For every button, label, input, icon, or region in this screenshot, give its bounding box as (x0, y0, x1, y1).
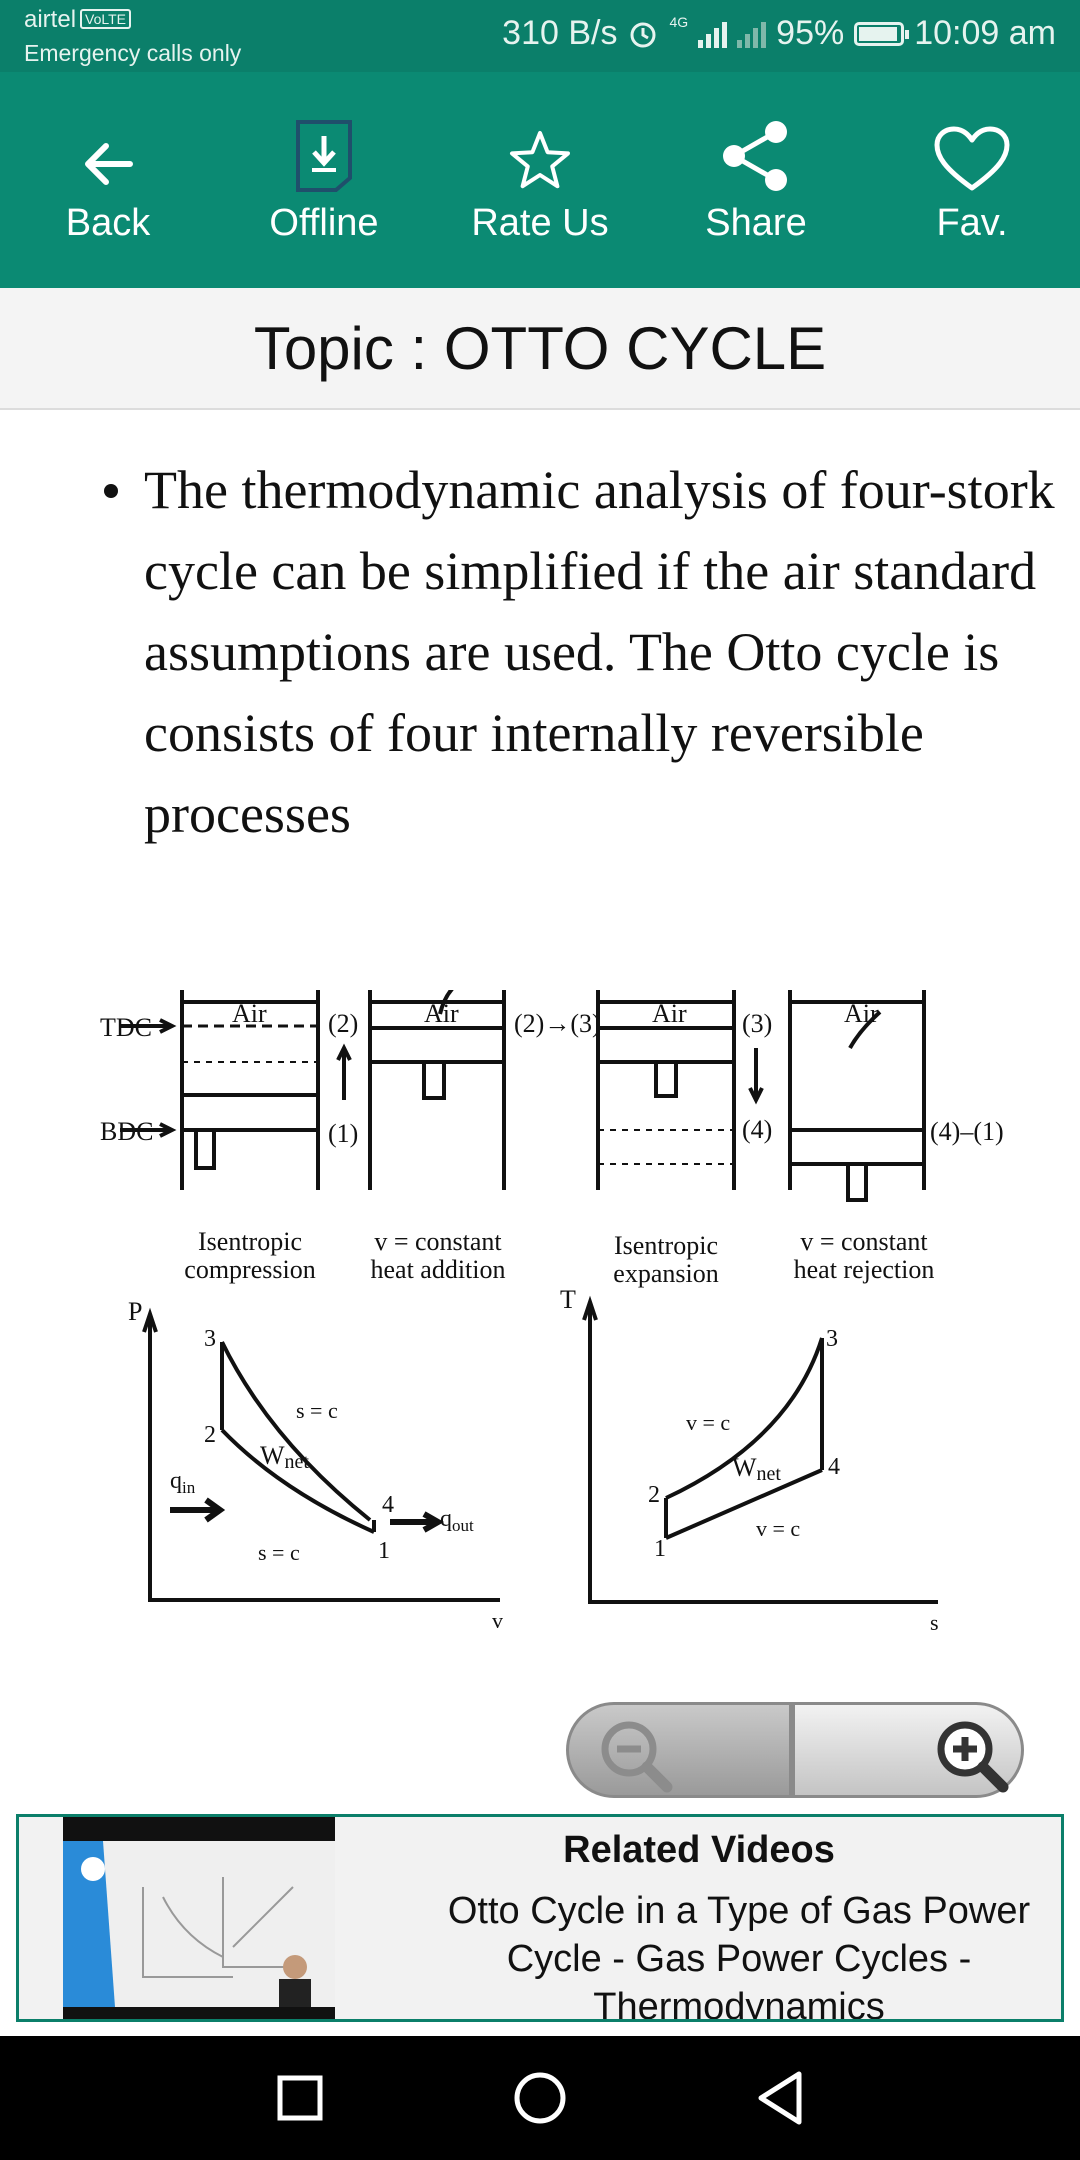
triangle-back-icon (758, 2071, 802, 2125)
svg-text:Air: Air (844, 999, 879, 1028)
topic-title: Topic : OTTO CYCLE (253, 314, 827, 382)
svg-text:(2)→(3): (2)→(3) (514, 1009, 601, 1038)
svg-text:Isentropic: Isentropic (614, 1231, 718, 1260)
navigation-bar (0, 2036, 1080, 2160)
battery-percent: 95% (776, 14, 845, 52)
related-videos-card[interactable]: Related Videos Otto Cycle in a Type of G… (16, 1814, 1064, 2022)
svg-text:1: 1 (378, 1538, 390, 1564)
svg-text:compression: compression (184, 1255, 315, 1284)
svg-text:TDC: TDC (100, 1013, 152, 1042)
svg-text:(4)–(1): (4)–(1) (930, 1117, 1004, 1146)
download-file-icon (296, 120, 352, 192)
svg-text:qin: qin (170, 1468, 196, 1497)
svg-text:4: 4 (828, 1454, 840, 1480)
rate-us-label: Rate Us (471, 202, 609, 244)
toolbar: Back Offline Rate Us Share Fav. (0, 72, 1080, 288)
network-speed: 310 B/s (502, 14, 618, 52)
svg-text:v = constant: v = constant (374, 1227, 502, 1256)
svg-text:2: 2 (204, 1422, 216, 1448)
zoom-control (566, 1702, 1024, 1798)
home-button[interactable] (504, 2062, 576, 2134)
network-type: 4G (669, 14, 689, 30)
svg-text:2: 2 (648, 1482, 660, 1508)
volte-badge: VoLTE (80, 9, 132, 29)
share-label: Share (705, 202, 807, 244)
back-nav-button[interactable] (744, 2062, 816, 2134)
ts-diagram: T s 3 2 4 1 v = c v = c Wnet (560, 1285, 939, 1635)
share-icon (723, 121, 787, 191)
svg-text:(2): (2) (328, 1009, 358, 1038)
svg-text:Wnet: Wnet (732, 1453, 781, 1485)
svg-text:Air: Air (232, 999, 267, 1028)
content-area: The thermodynamic analysis of four-stork… (0, 410, 1080, 1810)
svg-text:3: 3 (204, 1326, 216, 1352)
svg-text:v = c: v = c (756, 1516, 800, 1541)
topic-header: Topic : OTTO CYCLE (0, 288, 1080, 410)
video-title[interactable]: Otto Cycle in a Type of Gas Power Cycle … (447, 1890, 1031, 2022)
back-label: Back (65, 202, 151, 244)
piston-labels: TDC BDC Air Air Air Air (2) (1) (2)→(3) … (100, 999, 1004, 1288)
svg-text:(4): (4) (742, 1115, 772, 1144)
offline-button[interactable]: Offline (216, 72, 432, 288)
svg-text:BDC: BDC (100, 1117, 153, 1146)
zoom-in-button[interactable] (792, 1702, 1024, 1798)
svg-text:Isentropic: Isentropic (198, 1227, 302, 1256)
svg-text:Air: Air (424, 999, 459, 1028)
favorite-button[interactable]: Fav. (864, 72, 1080, 288)
zoom-out-button[interactable] (566, 1702, 792, 1798)
svg-text:3: 3 (826, 1326, 838, 1352)
svg-text:v: v (492, 1608, 503, 1633)
topic-paragraph: The thermodynamic analysis of four-stork… (144, 460, 1055, 844)
svg-text:expansion: expansion (613, 1259, 718, 1288)
piston-diagrams (120, 990, 926, 1202)
svg-text:qout: qout (440, 1506, 474, 1535)
status-icons: 310 B/s 4G 95% 10:09 am (502, 14, 1056, 53)
svg-text:heat addition: heat addition (370, 1255, 505, 1284)
svg-text:s = c: s = c (296, 1398, 338, 1423)
svg-text:Air: Air (652, 999, 687, 1028)
svg-text:s: s (930, 1610, 939, 1635)
zoom-in-icon (937, 1721, 1009, 1793)
star-icon (510, 131, 570, 189)
signal-2-icon (737, 20, 767, 48)
svg-text:v = constant: v = constant (800, 1227, 928, 1256)
bullet-icon (104, 484, 118, 498)
otto-cycle-diagram: TDC BDC Air Air Air Air (2) (1) (2)→(3) … (100, 990, 1004, 1635)
svg-text:P: P (128, 1297, 142, 1326)
clock: 10:09 am (914, 14, 1056, 52)
svg-text:4: 4 (382, 1492, 394, 1518)
video-thumbnail[interactable] (63, 1817, 335, 2019)
related-videos-heading: Related Videos (563, 1829, 835, 1871)
alarm-icon (630, 22, 656, 47)
square-icon (277, 2075, 323, 2121)
signal-icon (698, 20, 728, 48)
battery-icon (854, 21, 910, 46)
recent-apps-button[interactable] (264, 2062, 336, 2134)
svg-text:s = c: s = c (258, 1540, 300, 1565)
share-button[interactable]: Share (648, 72, 864, 288)
svg-text:(3): (3) (742, 1009, 772, 1038)
rate-us-button[interactable]: Rate Us (432, 72, 648, 288)
svg-text:T: T (560, 1285, 576, 1314)
thumbnail-image (63, 1841, 335, 2007)
svg-text:heat rejection: heat rejection (794, 1255, 935, 1284)
svg-text:(1): (1) (328, 1119, 358, 1148)
back-button[interactable]: Back (0, 72, 216, 288)
offline-label: Offline (269, 202, 379, 244)
svg-text:v = c: v = c (686, 1410, 730, 1435)
svg-text:Wnet: Wnet (260, 1441, 309, 1473)
circle-icon (514, 2072, 566, 2124)
favorite-label: Fav. (936, 202, 1008, 244)
heart-icon (934, 126, 1010, 191)
emergency-text: Emergency calls only (24, 40, 242, 66)
svg-text:1: 1 (654, 1536, 666, 1562)
zoom-out-icon (601, 1721, 673, 1793)
pv-diagram: P v 3 2 4 1 qin qout s = c s = c Wnet (128, 1297, 503, 1633)
arrow-left-icon (85, 143, 133, 185)
